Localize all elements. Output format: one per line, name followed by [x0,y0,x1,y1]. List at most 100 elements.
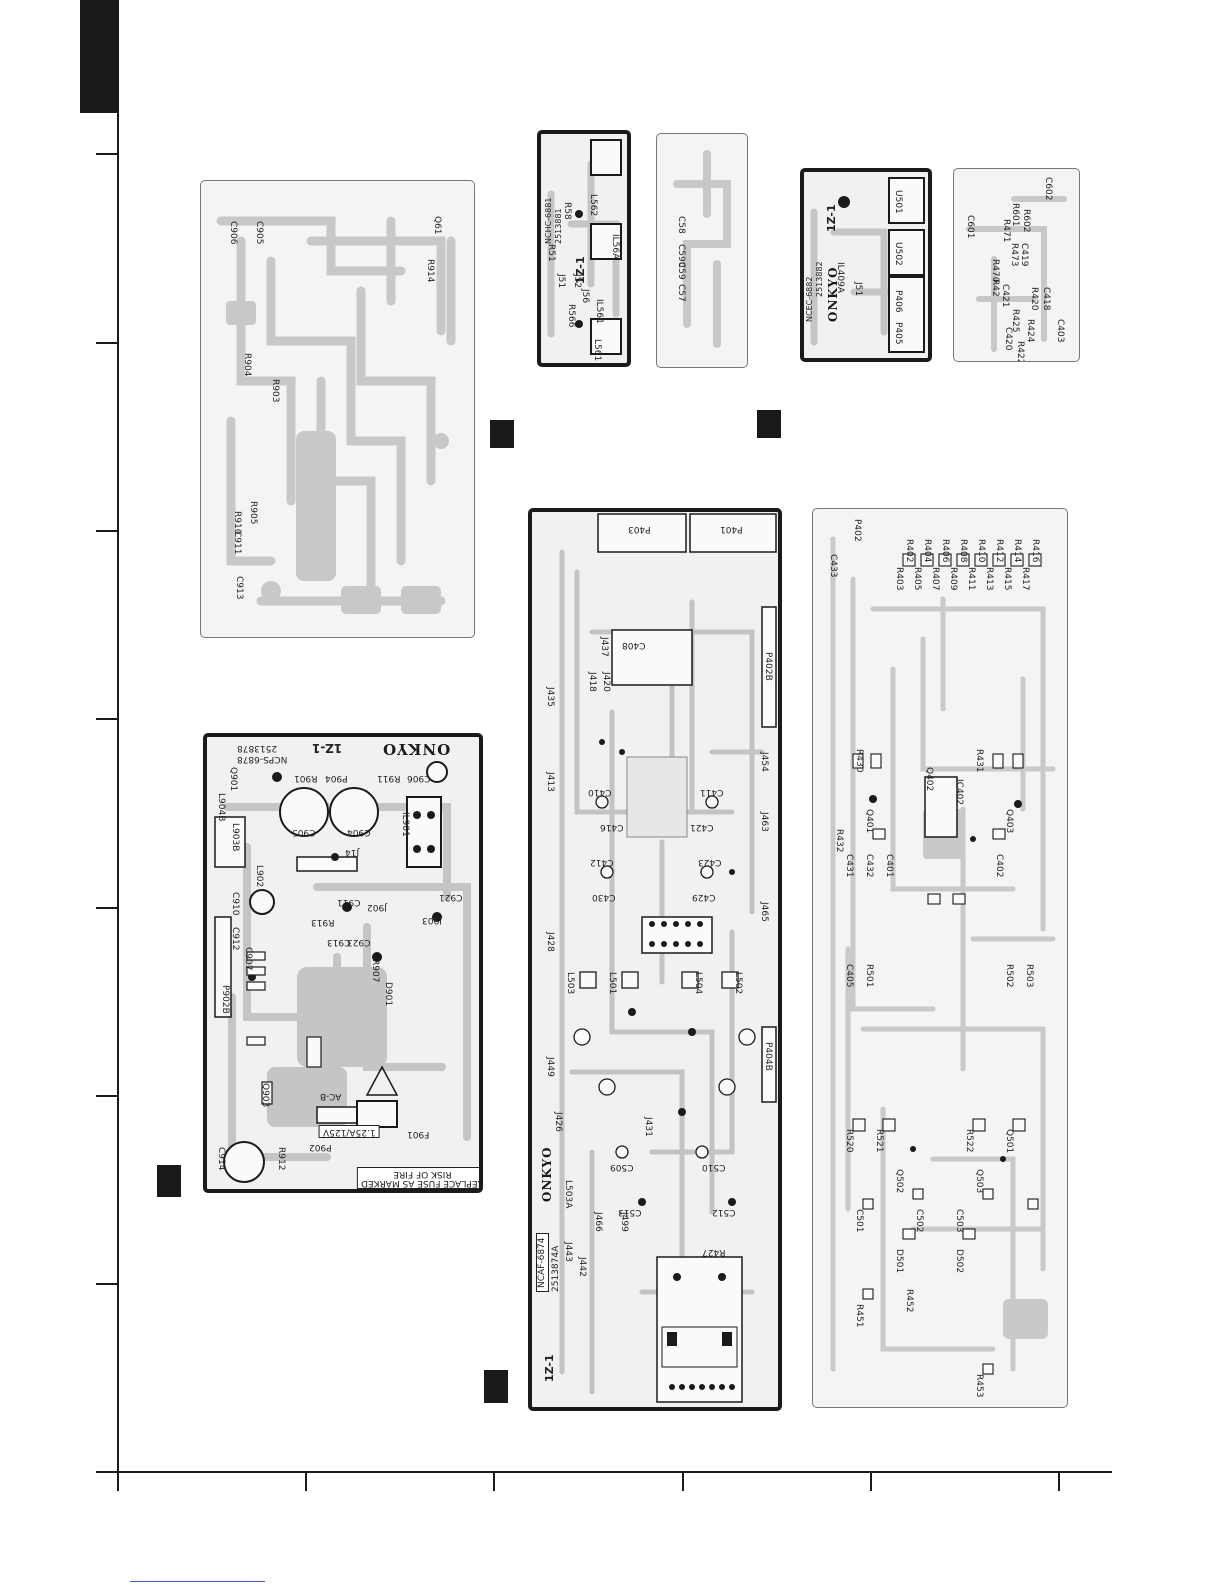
component-label: L501 [607,972,617,995]
footer-underline [130,1581,265,1582]
component-label: C421 [690,822,714,832]
component-label: C418 [1041,287,1051,311]
component-label: R501 [864,964,874,988]
component-label: C911 [337,897,361,907]
grid-tick-bottom [682,1471,684,1491]
component-label: Q402 [924,767,934,792]
component-label: IL56A [610,234,620,260]
component-label: J466 [593,1212,603,1232]
component-label: C412 [590,857,614,867]
component-label: C906 [228,221,238,245]
trace-pattern [810,177,925,353]
component-label: R410 [976,539,986,563]
component-label: P902B [220,985,230,1014]
component-label: J499 [619,1212,629,1232]
component-label: R913 [311,917,335,927]
grid-tick-left [96,1095,118,1097]
component-label: J454 [759,752,769,772]
component-label: C601 [965,215,975,239]
component-label: C59 [676,262,686,280]
component-label: R413 [984,567,994,591]
component-label: R451 [854,1304,864,1328]
component-label: L503A [563,1180,573,1209]
trace-pattern [547,139,622,355]
component-label: R914 [425,259,435,283]
component-label: P406 [893,290,903,313]
component-label: C411 [700,787,724,797]
component-label: IL409A [835,262,845,294]
component-label: P401 [720,524,743,534]
component-label: J426 [553,1112,563,1132]
component-label: IC402 [954,779,964,806]
bottom-frame-line [96,1471,1112,1473]
component-label: L902 [254,865,264,888]
component-label: D502 [954,1249,964,1274]
component-label: C431 [844,854,854,878]
component-label: C403 [1055,319,1065,343]
component-label: R403 [894,567,904,591]
component-label: C923 [347,937,371,947]
component-label: R411 [966,567,976,591]
component-label: R417 [1020,567,1030,591]
component-label: C921 [439,892,463,902]
component-label: P902 [309,1142,332,1152]
component-label: P404B [763,1042,773,1071]
brand-logo-text: ONKYO [382,740,451,758]
component-label: C602 [1043,177,1053,201]
fuse-rating: 1.25A/125V [319,1125,380,1138]
component-label: C913 [234,576,244,600]
pcb-board-small-a: NCHC-6881 2513881 1Z-1 R58 L562 R51 J51 … [537,130,631,367]
part-number: NCHC-6881 [544,197,553,244]
component-label: R912 [276,1147,286,1171]
warning-line-2: RISK OF FIRE [393,1169,452,1179]
pcb-board-top-left: C906 C905 R914 Q61 R904 R903 R905 R910 C… [200,180,475,638]
component-label: P403 [628,524,651,534]
trace-pattern [559,513,777,1403]
component-label: R901 [294,773,318,783]
trace-pattern [216,216,456,614]
component-label: R427 [702,1247,726,1257]
component-label: L503 [565,972,575,995]
component-label: J902 [367,902,387,912]
component-label: Q401 [864,809,874,834]
component-label: J420 [601,672,611,692]
component-label: R430 [854,749,864,773]
component-label: J435 [545,687,555,707]
component-label: R473 [1009,243,1019,267]
component-label: C429 [692,892,716,902]
pcb-board-small-d: C601 R601 R602 C602 R473 C419 R471 R470 … [953,168,1080,362]
section-tab [80,0,118,113]
component-label: C912 [230,927,240,951]
component-label: C58 [676,216,686,234]
component-label: Q903 [260,1083,270,1108]
section-marker [757,410,781,438]
ac-label: AC-B [320,1091,342,1101]
trace-pattern [673,150,731,348]
component-label: C503 [954,1209,964,1233]
grid-tick-left [96,907,118,909]
component-label: R42 [990,279,1000,297]
component-label: C402 [994,854,1004,878]
part-code: 2513878 [237,743,278,753]
component-label: C914 [216,1147,226,1171]
component-label: R415 [1002,567,1012,591]
component-label: R404 [922,539,932,563]
trace-pattern [830,536,1056,1375]
section-marker [490,420,514,448]
component-label: R420 [1029,287,1039,311]
warning-label: REPLACE FUSE AS MARKED RISK OF FIRE [357,1167,479,1189]
component-label: C905 [292,827,316,837]
pcb-board-power: ONKYO NCPS-6878 2513878 1Z-1 REPLACE FUS… [203,733,483,1193]
component-label: R520 [844,1129,854,1153]
component-label: D501 [894,1249,904,1274]
component-label: C910 [230,892,240,916]
component-label: C906 [407,773,431,783]
component-label: L903B [230,823,240,852]
grid-tick-left [96,530,118,532]
grid-tick-left [96,342,118,344]
component-label: C420 [1003,327,1013,351]
pcb-board-small-b: C58 C590 C57 C59 [656,133,748,368]
component-label: Q901 [228,767,238,792]
component-label: R402 [904,539,914,563]
component-label: J449 [545,1057,555,1077]
